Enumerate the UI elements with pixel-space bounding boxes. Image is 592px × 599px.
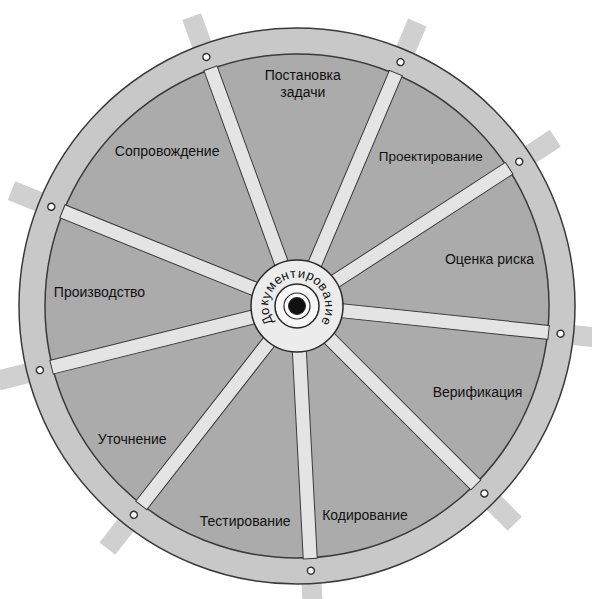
rivet — [36, 366, 44, 374]
wheel-segment: Постановка задачи — [251, 66, 355, 102]
spoke — [60, 205, 263, 298]
wheel-segment: Сопровождение — [113, 142, 222, 161]
wheel-segment: Кодирование — [320, 506, 410, 525]
wheel-segment: Тестирование — [198, 512, 293, 531]
segment-label: Верификация — [433, 384, 523, 401]
wheel-rim — [19, 28, 575, 584]
spoke — [50, 309, 260, 374]
hub-axle-ring — [284, 293, 310, 319]
rivet — [47, 202, 56, 211]
wheel-segment: Производство — [52, 283, 147, 302]
wheel-segment: Оценка риска — [443, 250, 536, 269]
segment-label: Постановка задачи — [253, 67, 353, 101]
rivet — [129, 510, 139, 520]
rivet — [514, 157, 524, 167]
segment-label: Сопровождение — [115, 143, 220, 160]
wheel-handles — [0, 13, 592, 599]
spoke — [136, 333, 278, 509]
spoke — [204, 66, 290, 271]
rivet — [557, 330, 565, 338]
rivet — [479, 488, 489, 498]
rivet — [202, 52, 211, 61]
rim-rivets — [36, 52, 565, 574]
segment-label: Оценка риска — [445, 251, 534, 268]
hub-axle — [289, 298, 306, 315]
segment-label: Тестирование — [200, 513, 291, 530]
segment-label: Уточнение — [98, 431, 167, 448]
wheel-disc — [45, 54, 549, 558]
hub-inner-ring — [275, 284, 319, 328]
wheel-segment: Уточнение — [96, 430, 169, 449]
rivet — [396, 57, 405, 66]
rivet — [307, 567, 314, 574]
spoke — [292, 346, 317, 559]
hub-label: Документирование — [250, 259, 344, 353]
segment-label: Производство — [54, 284, 145, 301]
spoke — [336, 303, 549, 339]
wheel-spokes — [50, 66, 550, 559]
segment-label: Проектирование — [379, 149, 483, 165]
wheel-segment: Проектирование — [377, 148, 485, 166]
spoke — [320, 329, 481, 490]
segment-label: Кодирование — [322, 507, 408, 524]
hub-circle: Документирование — [250, 259, 344, 353]
hub-outer-ring — [251, 260, 343, 352]
spoke — [327, 162, 513, 290]
wheel-segment: Верификация — [431, 383, 525, 402]
